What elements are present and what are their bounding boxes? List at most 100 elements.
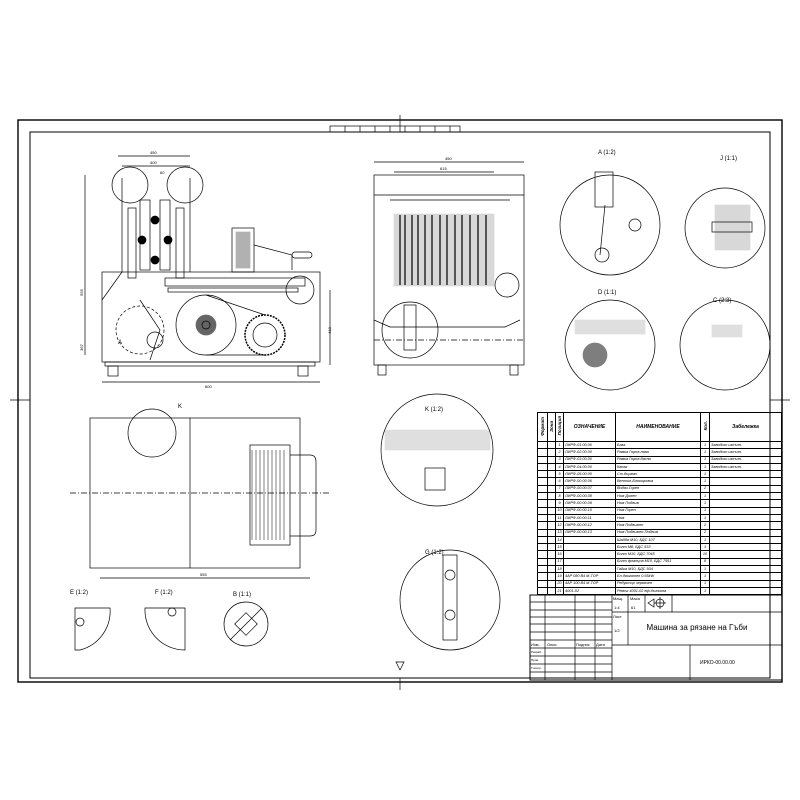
drawing-frame	[10, 115, 790, 690]
cell-position: 20	[555, 579, 564, 588]
cell-designation: 4001-02	[563, 586, 616, 596]
rev-header-signature: Подпис	[576, 642, 590, 647]
cell-name: База	[615, 440, 701, 450]
rev-header-change: Изм.	[531, 642, 540, 647]
cell-designation: ЛИРФ-00.00.10	[563, 506, 616, 515]
cell-qty: 1	[700, 492, 710, 501]
cell-note: Заводско изпълн.	[709, 440, 782, 450]
cell-designation: ЛИРФ-04.00.00	[563, 462, 616, 472]
cell-format	[537, 528, 548, 537]
cell-note	[709, 586, 782, 596]
mass-label: Маса	[630, 596, 640, 601]
dimension: 615	[440, 166, 447, 171]
cell-name: Нож Подвижен	[615, 521, 701, 530]
cell-note	[709, 513, 782, 523]
cell-designation	[563, 543, 616, 552]
cell-qty: 1	[700, 477, 710, 486]
dimension: 410	[326, 327, 332, 334]
cell-format	[537, 572, 548, 581]
cell-zone	[547, 521, 556, 530]
cell-designation	[563, 557, 616, 567]
cell-qty: 1	[700, 470, 710, 479]
dimension: 555	[200, 572, 207, 577]
cell-designation	[563, 550, 616, 559]
view-label-f: F (1:2)	[155, 590, 173, 596]
cell-name: Болт М8, БДС 533	[615, 543, 701, 552]
cell-qty: 1	[700, 543, 710, 552]
cell-note	[709, 484, 782, 494]
view-label-e: E (1:2)	[70, 590, 89, 596]
cell-position: 8	[555, 492, 564, 501]
cell-designation: ЛИРФ-00.00.08	[563, 492, 616, 501]
drawing-title: Машина за рязане на Гъби	[646, 623, 748, 632]
header-position: Позиция	[557, 416, 562, 436]
cell-qty: 1	[700, 462, 710, 472]
cell-designation: ЛИРФ-05.00.00	[563, 470, 616, 479]
view-label-g: G (1:2)	[425, 550, 444, 556]
cell-name: Вентил-Блокировка	[615, 477, 701, 486]
cell-note	[709, 550, 782, 559]
cell-zone	[547, 528, 556, 537]
cell-zone	[547, 586, 556, 596]
cell-format	[537, 586, 548, 596]
cell-position: 11	[555, 513, 564, 523]
scale-label: Мащ.	[613, 596, 624, 601]
cell-designation: ЛИРФ-00.00.06	[563, 477, 616, 486]
cell-note	[709, 543, 782, 552]
cell-zone	[547, 448, 556, 457]
cell-name: Капак	[615, 462, 701, 472]
cell-designation: ЛИРФ-00.00.07	[563, 484, 616, 494]
section-marker-k: K	[178, 404, 183, 410]
cell-format	[537, 506, 548, 515]
cell-position: 17	[555, 557, 564, 567]
top-view	[70, 408, 330, 579]
cell-format	[537, 557, 548, 567]
cell-name: Гайка М10, БДС 934	[615, 565, 701, 574]
cell-position: 21	[555, 586, 564, 596]
cell-designation: ЛИРФ-01.00.00	[563, 440, 616, 450]
cell-name: Редуктор червячен	[615, 579, 701, 588]
cell-designation: ЛИРФ-00.00.13	[563, 528, 616, 537]
detail-views	[74, 171, 771, 651]
cell-position: 16	[555, 550, 564, 559]
cell-qty: 8	[700, 557, 710, 567]
scale-value: 1:4	[614, 605, 620, 610]
dimension: 450	[150, 150, 157, 155]
cell-qty: 2	[700, 484, 710, 494]
cell-format	[537, 579, 548, 588]
cell-qty: 10	[700, 550, 710, 559]
cell-zone	[547, 535, 556, 545]
cell-designation: ЛИРФ-03.00.00	[563, 455, 616, 464]
cell-format	[537, 550, 548, 559]
cell-qty: 1	[700, 513, 710, 523]
cell-zone	[547, 513, 556, 523]
cell-designation: ЛИРФ-00.00.09	[563, 499, 616, 508]
cell-format	[537, 462, 548, 472]
cell-position: 13	[555, 528, 564, 537]
cell-designation: ЛИРФ-02.00.00	[563, 448, 616, 457]
cell-position: 1	[555, 440, 564, 450]
cell-note	[709, 572, 782, 581]
cell-zone	[547, 462, 556, 472]
header-qty: Кол.	[702, 421, 708, 431]
cell-position: 19	[555, 572, 564, 581]
role-tcontrol: Т.контр.	[531, 666, 542, 670]
cell-name: Ремък 4001-02 еф.дължина	[615, 586, 701, 596]
cell-note	[709, 499, 782, 508]
cell-zone	[547, 455, 556, 464]
cell-zone	[547, 499, 556, 508]
cell-position: 14	[555, 535, 564, 545]
cell-format	[537, 543, 548, 552]
